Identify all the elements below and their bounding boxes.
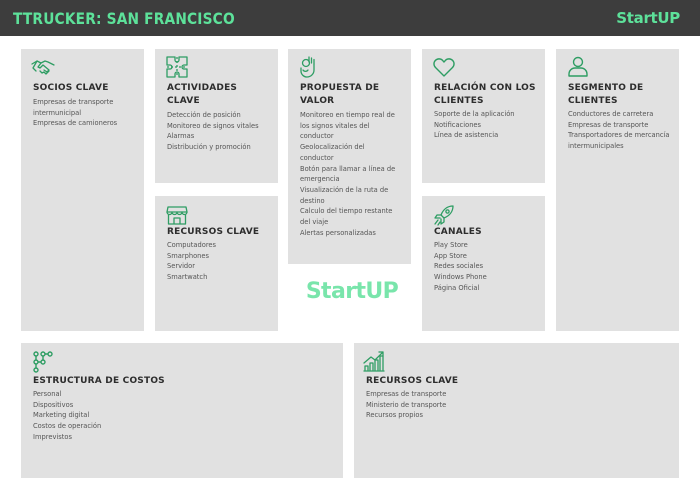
list-item: Soporte de la aplicación — [434, 110, 515, 118]
section-title: RELACIÓN CON LOS CLIENTES — [434, 83, 536, 106]
section-recursos-clave: RECURSOS CLAVE Computadores Smarphones S… — [155, 196, 278, 331]
list-item: Empresas de transporte — [366, 390, 447, 398]
brand-logo: StartUP — [616, 9, 680, 27]
section-items: Computadores Smarphones Servidor Smartwa… — [167, 240, 272, 283]
list-item: Empresas de transporte intermunicipal — [33, 98, 114, 117]
section-socios-clave: SOCIOS CLAVE Empresas de transporte inte… — [21, 49, 144, 331]
list-item: Ministerio de transporte — [366, 400, 447, 409]
section-actividades-clave: ACTIVIDADES CLAVE Detección de posición … — [155, 49, 278, 183]
section-title: ACTIVIDADES CLAVE — [167, 83, 238, 106]
puzzle-icon — [165, 55, 189, 79]
section-items: Personal Dispositivos Marketing digital … — [33, 389, 337, 443]
section-title: CANALES — [434, 227, 482, 237]
list-item: Empresas de transporte — [568, 120, 649, 129]
section-recursos-clave-ingresos: RECURSOS CLAVE Empresas de transporte Mi… — [354, 343, 679, 478]
list-item: Línea de asistencia — [434, 131, 499, 140]
list-item: Empresas de camioneros — [33, 119, 118, 128]
list-item: Botón para llamar a línea de emergencia — [300, 164, 396, 184]
section-title: PROPUESTA DE VALOR — [300, 83, 380, 106]
list-item: Monitoreo de signos vitales — [167, 121, 259, 130]
watermark-logo: StartUP — [305, 279, 399, 304]
list-item: Play Store — [434, 241, 468, 249]
list-item: Computadores — [167, 241, 217, 249]
list-item: Marketing digital — [33, 411, 90, 420]
list-item: Conductores de carretera — [568, 110, 654, 118]
section-canales: CANALES Play Store App Store Redes socia… — [422, 196, 545, 331]
rocket-icon — [432, 203, 456, 227]
header-bar: TTRUCKER: SAN FRANCISCO StartUP — [0, 0, 700, 36]
list-item: Calculo del tiempo restante del viaje — [300, 207, 393, 227]
list-item: Smartwatch — [167, 273, 208, 282]
section-items: Empresas de transporte Ministerio de tra… — [366, 389, 673, 421]
growth-chart-icon — [362, 349, 386, 373]
list-item: Recursos propios — [366, 411, 423, 420]
list-item: Servidor — [167, 262, 196, 271]
list-item: Monitoreo en tiempo real de los signos v… — [300, 111, 395, 141]
flowchart-icon — [31, 350, 55, 374]
page-title: TTRUCKER: SAN FRANCISCO — [13, 8, 235, 28]
list-item: Redes sociales — [434, 262, 484, 271]
list-item: Notificaciones — [434, 120, 482, 129]
list-item: App Store — [434, 251, 467, 260]
section-items: Monitoreo en tiempo real de los signos v… — [300, 110, 399, 238]
list-item: Costos de operación — [33, 422, 102, 431]
heart-icon — [432, 55, 456, 79]
list-item: Detección de posición — [167, 111, 241, 119]
list-item: Transportadores de mercancía intermunici… — [568, 131, 670, 151]
list-item: Página Oficial — [434, 283, 480, 292]
section-relacion-con-clientes: RELACIÓN CON LOS CLIENTES Soporte de la … — [422, 49, 545, 183]
section-title: SOCIOS CLAVE — [33, 83, 109, 93]
section-title: RECURSOS CLAVE — [366, 376, 459, 386]
store-icon — [165, 203, 189, 227]
list-item: Geolocalización del conductor — [300, 143, 365, 162]
section-items: Empresas de transporte intermunicipal Em… — [33, 97, 138, 129]
section-title: SEGMENTO DE CLIENTES — [568, 83, 644, 106]
section-items: Play Store App Store Redes sociales Wind… — [434, 240, 539, 294]
list-item: Windows Phone — [434, 273, 487, 282]
list-item: Visualización de la ruta de destino — [300, 185, 389, 205]
user-icon — [566, 55, 590, 79]
list-item: Smarphones — [167, 251, 210, 260]
section-estructura-de-costos: ESTRUCTURA DE COSTOS Personal Dispositiv… — [21, 343, 343, 478]
section-items: Detección de posición Monitoreo de signo… — [167, 110, 272, 153]
section-title: RECURSOS CLAVE — [167, 227, 260, 237]
list-item: Alarmas — [167, 132, 195, 141]
handshake-icon — [31, 55, 55, 79]
section-title: ESTRUCTURA DE COSTOS — [33, 376, 165, 386]
section-items: Soporte de la aplicación Notificaciones … — [434, 109, 539, 141]
list-item: Alertas personalizadas — [300, 228, 376, 237]
list-item: Distribución y promoción — [167, 143, 251, 152]
list-item: Dispositivos — [33, 400, 74, 409]
section-propuesta-de-valor: PROPUESTA DE VALOR Monitoreo en tiempo r… — [288, 49, 411, 264]
ok-hand-icon — [298, 55, 322, 79]
section-items: Conductores de carretera Empresas de tra… — [568, 109, 673, 152]
list-item: Imprevistos — [33, 432, 72, 441]
list-item: Personal — [33, 390, 62, 398]
section-segmento-de-clientes: SEGMENTO DE CLIENTES Conductores de carr… — [556, 49, 679, 331]
